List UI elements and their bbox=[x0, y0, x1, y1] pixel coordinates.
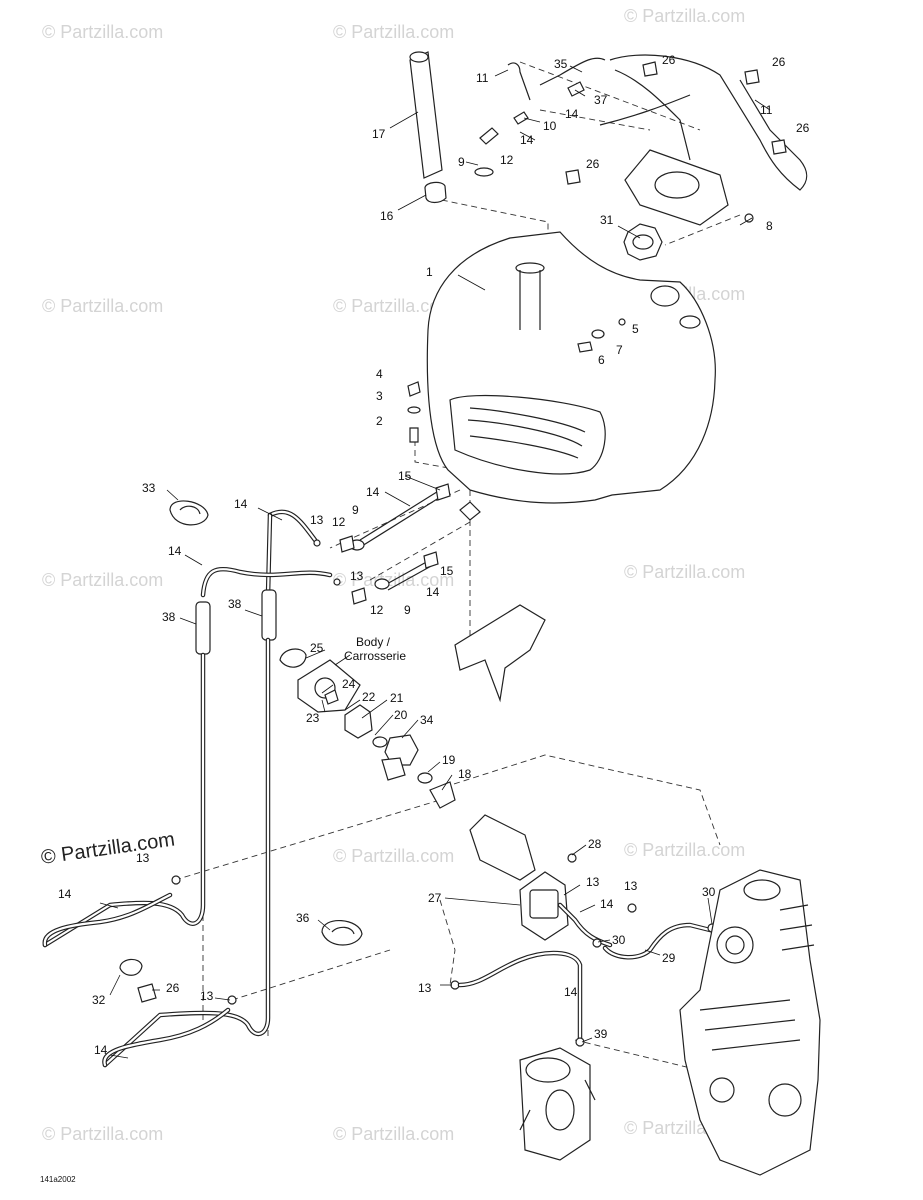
callout-17: 17 bbox=[372, 127, 386, 141]
watermark: © Partzilla.com bbox=[333, 22, 454, 42]
callout-32: 32 bbox=[92, 993, 106, 1007]
callout-11: 11 bbox=[760, 103, 773, 117]
callout-2: 2 bbox=[376, 414, 383, 428]
callout-5: 5 bbox=[632, 322, 639, 336]
callout-13: 13 bbox=[136, 851, 150, 865]
clamp-33 bbox=[169, 500, 209, 526]
watermark: © Partzilla.com bbox=[333, 296, 454, 316]
callout-11: 11 bbox=[476, 71, 489, 85]
callout-26: 26 bbox=[166, 981, 180, 995]
callout-21: 21 bbox=[390, 691, 404, 705]
callout-12: 12 bbox=[332, 515, 346, 529]
watermark: © Partzilla.com bbox=[42, 296, 163, 316]
callout-18: 18 bbox=[458, 767, 472, 781]
callout-14: 14 bbox=[366, 485, 380, 499]
watermark: © Partzilla.com bbox=[42, 570, 163, 590]
callout-29: 29 bbox=[662, 951, 676, 965]
callout-26: 26 bbox=[772, 55, 786, 69]
lower-clamps bbox=[119, 919, 363, 1003]
cap-bracket bbox=[623, 149, 754, 261]
fuel-tank bbox=[426, 231, 716, 521]
watermark: © Partzilla.com bbox=[333, 1124, 454, 1144]
fuel-valve bbox=[279, 648, 456, 809]
engine bbox=[679, 869, 821, 1176]
callout-12: 12 bbox=[500, 153, 514, 167]
leader-lines bbox=[99, 65, 771, 1059]
callout-23: 23 bbox=[306, 711, 320, 725]
callout-9: 9 bbox=[458, 155, 465, 169]
vent-lines bbox=[474, 54, 808, 191]
callout-27: 27 bbox=[428, 891, 442, 905]
callout-24: 24 bbox=[342, 677, 356, 691]
watermark-strong: © Partzilla.com bbox=[40, 828, 177, 869]
watermark: © Partzilla.com bbox=[624, 840, 745, 860]
callout-12: 12 bbox=[370, 603, 384, 617]
callout-20: 20 bbox=[394, 708, 408, 722]
callout-6: 6 bbox=[598, 353, 605, 367]
callout-33: 33 bbox=[142, 481, 156, 495]
callout-16: 16 bbox=[380, 209, 394, 223]
callout-14: 14 bbox=[520, 133, 534, 147]
callout-38: 38 bbox=[228, 597, 242, 611]
callout-14: 14 bbox=[426, 585, 440, 599]
callout-30: 30 bbox=[612, 933, 626, 947]
callout-26: 26 bbox=[796, 121, 810, 135]
small-hardware bbox=[407, 318, 626, 443]
watermark: © Partzilla.com bbox=[624, 6, 745, 26]
body-bracket: Body / Carrosserie bbox=[334, 604, 546, 703]
callout-25: 25 bbox=[310, 641, 324, 655]
callout-10: 10 bbox=[543, 119, 557, 133]
callout-26: 26 bbox=[586, 157, 600, 171]
callout-36: 36 bbox=[296, 911, 310, 925]
callout-8: 8 bbox=[766, 219, 773, 233]
left-lower-lines bbox=[42, 637, 271, 1068]
watermark: © Partzilla.com bbox=[42, 1124, 163, 1144]
callout-38: 38 bbox=[162, 610, 176, 624]
mid-fuel-lines bbox=[195, 483, 451, 655]
diagram-code: 141a2002 bbox=[40, 1175, 76, 1184]
carburetor bbox=[519, 1047, 596, 1161]
callout-34: 34 bbox=[420, 713, 434, 727]
watermark: © Partzilla.com bbox=[333, 846, 454, 866]
callout-30: 30 bbox=[702, 885, 716, 899]
callout-26: 26 bbox=[662, 53, 676, 67]
body-note-line2: Carrosserie bbox=[344, 649, 406, 663]
callout-39: 39 bbox=[594, 1027, 608, 1041]
callout-13: 13 bbox=[586, 875, 600, 889]
callout-3: 3 bbox=[376, 389, 383, 403]
callout-15: 15 bbox=[440, 564, 454, 578]
callout-4: 4 bbox=[376, 367, 383, 381]
body-note-line1: Body / bbox=[356, 635, 391, 649]
callout-7: 7 bbox=[616, 343, 623, 357]
callout-13: 13 bbox=[350, 569, 364, 583]
callout-31: 31 bbox=[600, 213, 614, 227]
callout-13: 13 bbox=[310, 513, 324, 527]
fuel-pump bbox=[450, 814, 717, 1047]
callout-9: 9 bbox=[352, 503, 359, 517]
callout-22: 22 bbox=[362, 690, 376, 704]
callout-14: 14 bbox=[168, 544, 182, 558]
callout-14: 14 bbox=[234, 497, 248, 511]
callout-13: 13 bbox=[200, 989, 214, 1003]
callout-14: 14 bbox=[564, 985, 578, 999]
callout-35: 35 bbox=[554, 57, 568, 71]
callouts: 17 16 1 31 11 35 37 14 10 14 12 9 26 26 … bbox=[58, 53, 810, 1057]
callout-15: 15 bbox=[398, 469, 412, 483]
callout-9: 9 bbox=[404, 603, 411, 617]
filler-neck bbox=[409, 51, 447, 204]
callout-19: 19 bbox=[442, 753, 456, 767]
watermark: © Partzilla.com bbox=[42, 22, 163, 42]
callout-1: 1 bbox=[426, 265, 433, 279]
callout-14: 14 bbox=[600, 897, 614, 911]
callout-14: 14 bbox=[565, 107, 579, 121]
callout-13: 13 bbox=[418, 981, 432, 995]
callout-28: 28 bbox=[588, 837, 602, 851]
callout-13: 13 bbox=[624, 879, 638, 893]
callout-14: 14 bbox=[94, 1043, 108, 1057]
callout-37: 37 bbox=[594, 93, 608, 107]
watermark: © Partzilla.com bbox=[624, 562, 745, 582]
callout-14: 14 bbox=[58, 887, 72, 901]
